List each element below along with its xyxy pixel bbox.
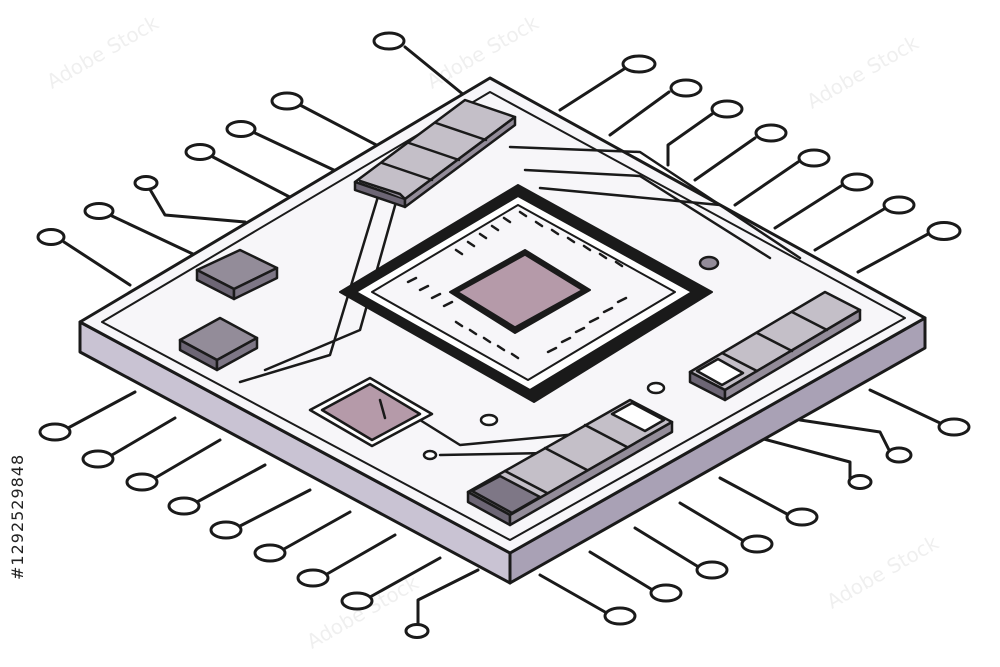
via-hole <box>646 381 666 395</box>
circuit-traces-bottom-left <box>38 390 480 639</box>
cpu-pin-marks <box>406 210 628 360</box>
secondary-chip <box>308 376 434 448</box>
resistor-array-right <box>688 290 862 402</box>
stock-id-watermark: #1292529848 <box>8 453 27 581</box>
board-traces <box>238 145 802 457</box>
circuit-traces-bottom-right <box>538 388 971 626</box>
resistor-array-bottom <box>466 398 674 527</box>
smd-pad-lower-left <box>178 316 259 372</box>
circuit-traces-top-right <box>558 54 962 274</box>
via-hole <box>479 413 499 427</box>
via-hole <box>422 449 438 461</box>
circuit-traces-top-left <box>36 31 472 287</box>
via-hole <box>698 255 720 271</box>
cpu-die <box>449 249 591 334</box>
resistor-array-top <box>353 98 517 209</box>
smd-pad-upper-left <box>195 248 279 301</box>
